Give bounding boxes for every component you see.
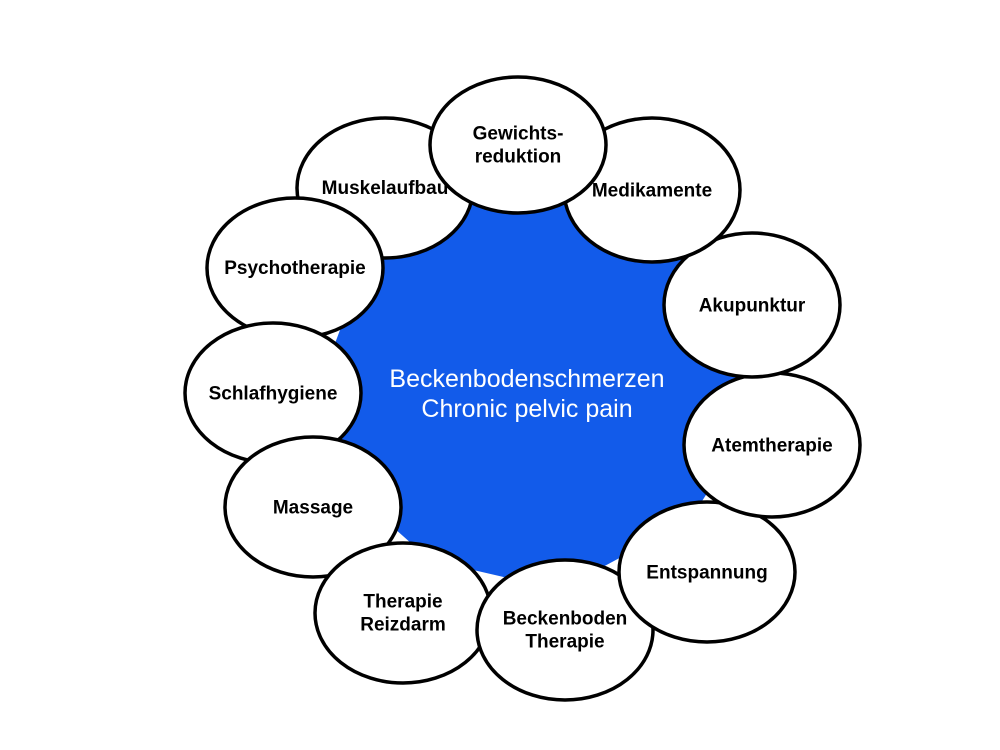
node-gewichtsreduktion: Gewichts-reduktion	[428, 75, 608, 215]
node-ellipse-entspannung	[617, 500, 797, 644]
node-massage: Massage	[223, 435, 403, 579]
node-label-schlafhygiene-line1: Schlafhygiene	[209, 384, 338, 405]
node-entspannung: Entspannung	[617, 500, 797, 644]
node-ellipse-akupunktur	[662, 231, 842, 379]
node-psychotherapie: Psychotherapie	[205, 196, 385, 340]
node-label-psychotherapie-line1: Psychotherapie	[224, 258, 366, 279]
node-label-gewichtsreduktion-line2: reduktion	[475, 146, 562, 167]
node-ellipse-beckenboden-therapie	[475, 558, 655, 702]
node-label-entspannung-line1: Entspannung	[646, 563, 767, 584]
node-akupunktur: Akupunktur	[662, 231, 842, 379]
node-label-beckenboden-therapie-line1: Beckenboden	[503, 608, 628, 629]
node-ellipse-gewichtsreduktion	[428, 75, 608, 215]
node-label-atemtherapie-line1: Atemtherapie	[711, 436, 832, 457]
node-label-beckenboden-therapie-line2: Therapie	[525, 631, 604, 652]
node-ellipse-massage	[223, 435, 403, 579]
node-label-gewichtsreduktion-line1: Gewichts-	[473, 123, 564, 144]
node-label-medikamente-line1: Medikamente	[592, 181, 712, 202]
node-label-therapie-reizdarm-line2: Reizdarm	[360, 614, 446, 635]
node-label-muskelaufbau-line1: Muskelaufbau	[322, 178, 449, 199]
node-label-massage-line1: Massage	[273, 498, 353, 519]
node-atemtherapie: Atemtherapie	[682, 371, 862, 519]
nodes-layer: MuskelaufbauPsychotherapieSchlafhygieneM…	[183, 75, 862, 702]
node-ellipse-therapie-reizdarm	[313, 541, 493, 685]
node-label-akupunktur-line1: Akupunktur	[699, 296, 806, 317]
center-label-line2: Chronic pelvic pain	[421, 395, 632, 423]
node-medikamente: Medikamente	[562, 116, 742, 264]
node-label-therapie-reizdarm-line1: Therapie	[363, 591, 442, 612]
center-label-line1: Beckenbodenschmerzen	[389, 365, 664, 393]
